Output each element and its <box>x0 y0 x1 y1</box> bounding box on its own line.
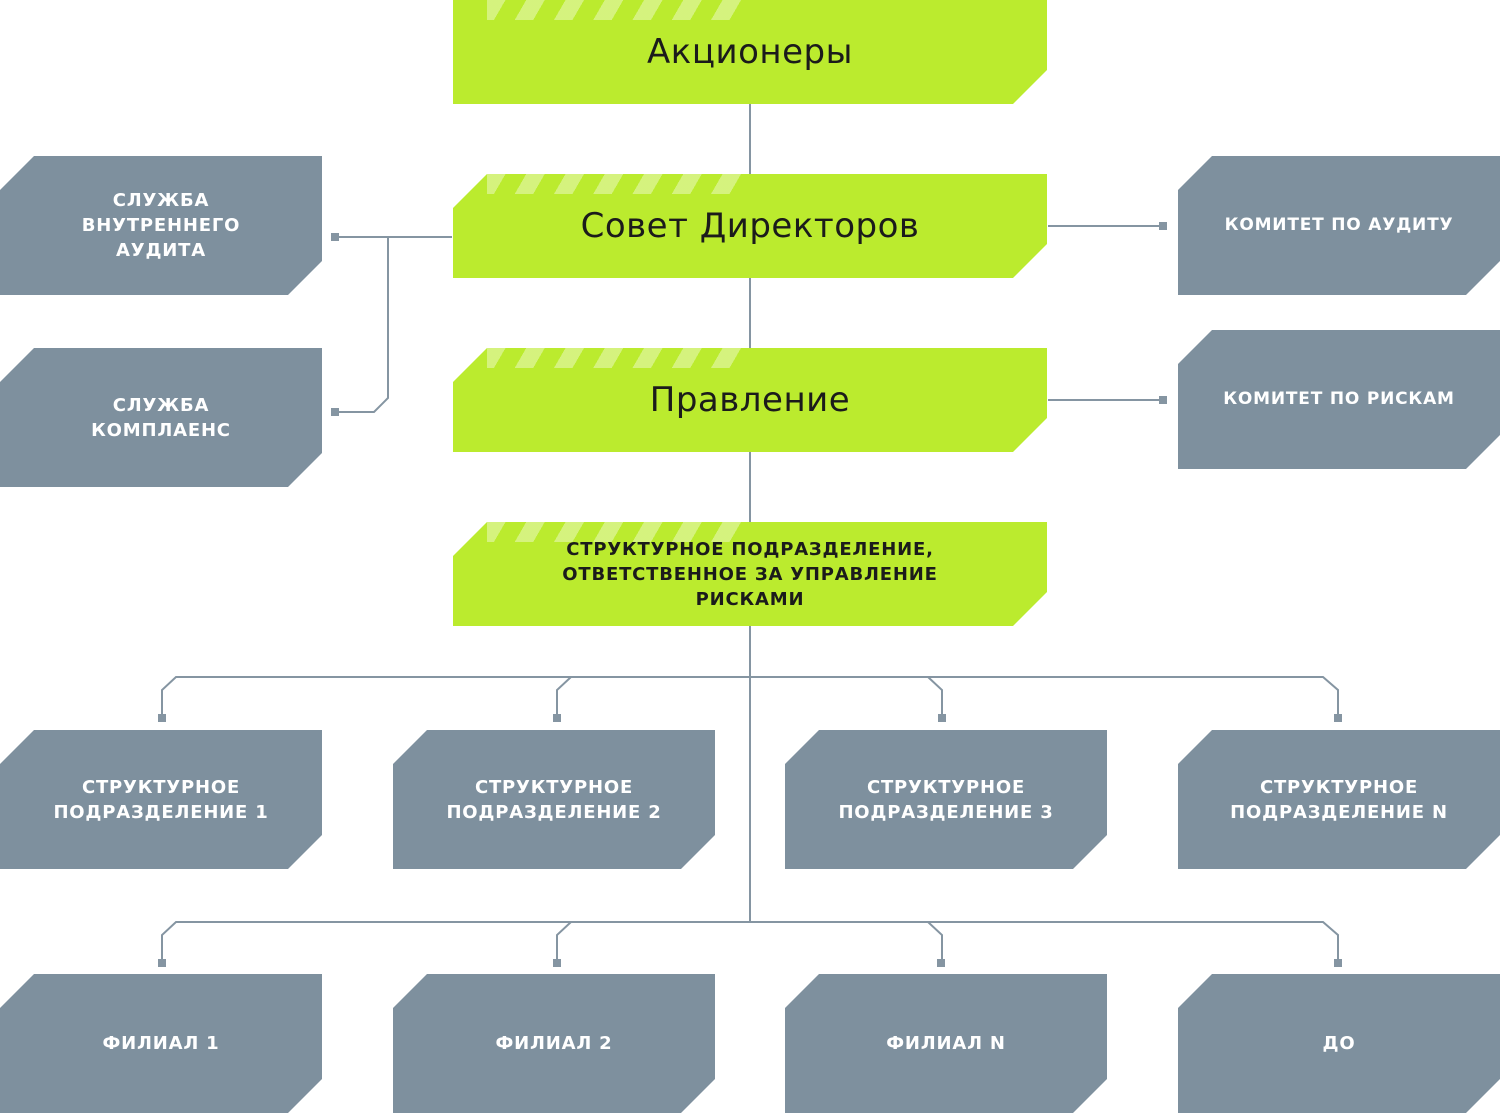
branch-box-1: Филиал 1 <box>0 974 322 1113</box>
branch-branch <box>927 921 943 963</box>
branch-bus <box>161 921 1339 963</box>
internal-audit-box: Служба внутреннего аудита <box>0 156 322 295</box>
audit-committee-box: Комитет по аудиту <box>1178 156 1500 295</box>
branch-box-2: Филиал 2 <box>393 974 715 1113</box>
division-bus <box>161 676 1339 718</box>
branch-label: Филиал N <box>886 1033 1006 1054</box>
connector-dot <box>1334 959 1342 967</box>
connector-dot <box>158 959 166 967</box>
branch-label: Филиал 1 <box>102 1033 220 1054</box>
division-box-2: Структурное подразделение 2 <box>393 730 715 869</box>
additional-office-box: ДО <box>1178 974 1500 1113</box>
stripe-decoration <box>487 0 747 20</box>
risk-committee-label: Комитет по рискам <box>1223 389 1455 409</box>
connector-dot <box>1334 714 1342 722</box>
branch-box-n: Филиал N <box>785 974 1107 1113</box>
compliance-label: Служба комплаенс <box>91 394 231 441</box>
division-branch <box>927 676 943 718</box>
division-label: Структурное подразделение 2 <box>446 776 662 823</box>
internal-audit-label: Служба внутреннего аудита <box>81 190 241 261</box>
risk-management-unit-box: Структурное подразделение, ответственное… <box>453 522 1047 626</box>
audit-committee-label: Комитет по аудиту <box>1224 215 1454 235</box>
stripe-decoration <box>487 348 747 368</box>
management-board-box: Правление <box>453 348 1047 452</box>
division-box-1: Структурное подразделение 1 <box>0 730 322 869</box>
risk-committee-box: Комитет по рискам <box>1178 330 1500 469</box>
branch-label: Филиал 2 <box>495 1033 613 1054</box>
management-board-label: Правление <box>649 380 851 420</box>
connector-dot <box>1159 222 1167 230</box>
division-label: Структурное подразделение 3 <box>838 776 1054 823</box>
connector-dot <box>553 959 561 967</box>
board-of-directors-box: Совет Директоров <box>453 174 1047 278</box>
stripe-decoration <box>487 174 747 194</box>
division-label: Структурное подразделение N <box>1230 776 1448 823</box>
stripe-decoration <box>487 522 747 542</box>
connector-dot <box>331 233 339 241</box>
shareholders-label: Акционеры <box>647 32 853 72</box>
division-label: Структурное подразделение 1 <box>53 776 269 823</box>
division-branch <box>556 676 572 718</box>
division-box-3: Структурное подразделение 3 <box>785 730 1107 869</box>
connector-dot <box>553 714 561 722</box>
additional-office-label: ДО <box>1322 1033 1356 1054</box>
branch-branch <box>556 921 572 963</box>
division-box-n: Структурное подразделение N <box>1178 730 1500 869</box>
connector-dot <box>938 714 946 722</box>
board-of-directors-label: Совет Директоров <box>580 206 920 246</box>
shareholders-box: Акционеры <box>453 0 1047 104</box>
connector-dot <box>937 959 945 967</box>
connector-dot <box>331 408 339 416</box>
connector-dot <box>158 714 166 722</box>
compliance-box: Служба комплаенс <box>0 348 322 487</box>
left-connector <box>336 237 389 413</box>
risk-management-unit-label: Структурное подразделение, ответственное… <box>562 538 938 610</box>
connector-dot <box>1159 396 1167 404</box>
